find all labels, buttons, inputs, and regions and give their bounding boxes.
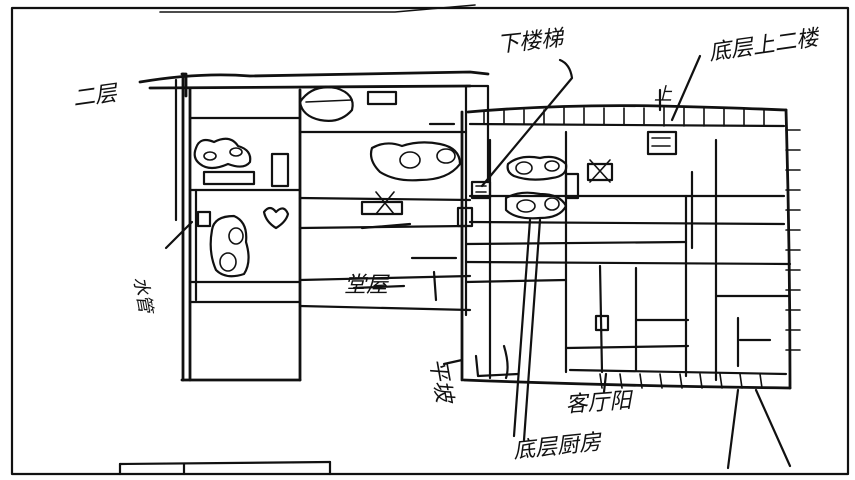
image-border — [10, 4, 850, 476]
label-water-pipe: 水管 — [129, 275, 156, 317]
callout-lines — [432, 54, 792, 470]
label-downstairs: 下楼梯 — [496, 26, 566, 58]
label-corridor: 堂屋 — [344, 273, 390, 298]
label-bottom-kitchen: 底层厨房 — [512, 430, 604, 464]
label-to-bottom-second: 底层上二楼 — [707, 25, 822, 65]
right-block-furniture — [456, 130, 678, 332]
bottom-box — [118, 460, 332, 476]
right-block-outline — [460, 104, 792, 390]
label-guest-room: 客厅阳 — [565, 388, 636, 418]
balcony-hatching — [483, 105, 801, 389]
left-block-outline — [138, 70, 490, 382]
label-second-floor: 二层 — [71, 81, 120, 112]
left-block-furniture — [193, 86, 462, 290]
label-up: 上 — [654, 84, 673, 105]
water-pipe-callout — [164, 72, 194, 250]
label-slope: 平坡 — [424, 357, 457, 408]
